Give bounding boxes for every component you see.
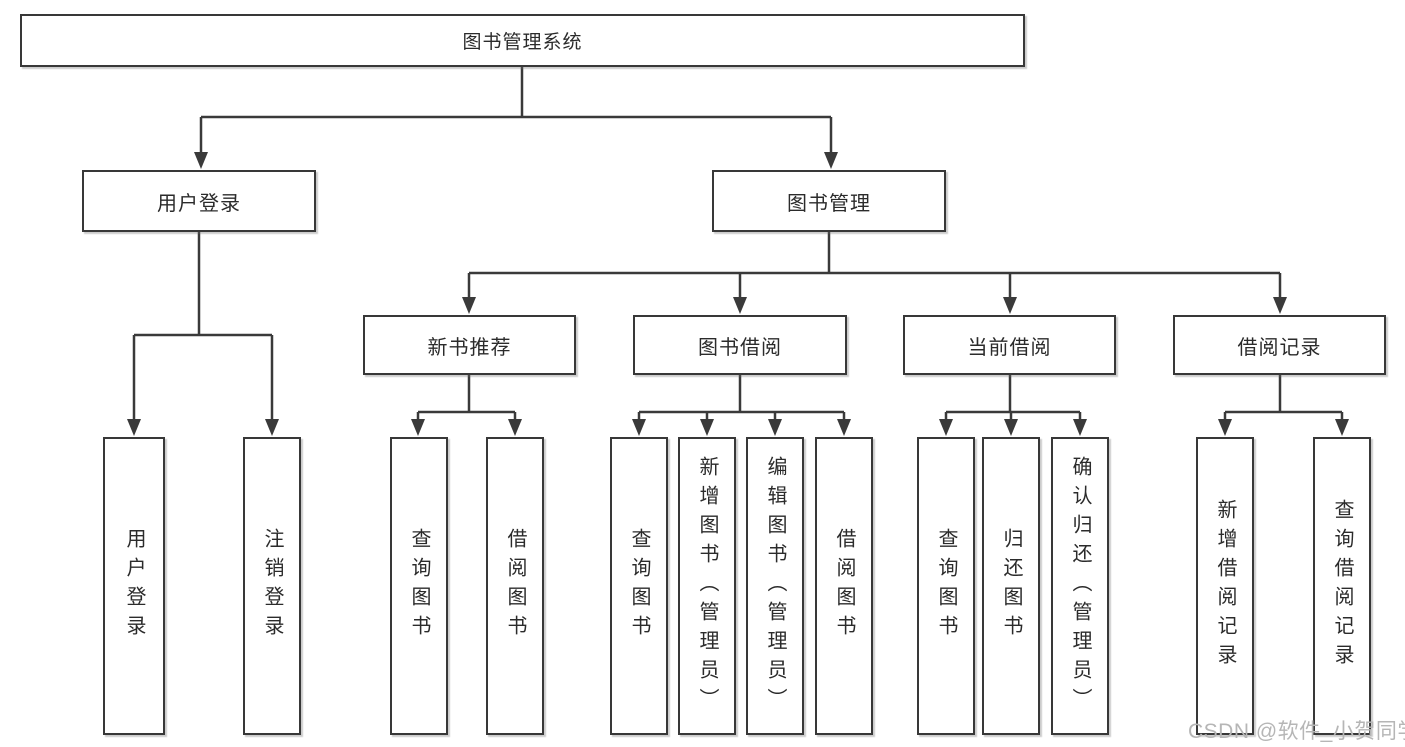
node-label: 新增借阅记录 (1214, 499, 1236, 673)
arrow-down-icon (837, 419, 851, 436)
arrow-down-icon (733, 297, 747, 314)
arrow-down-icon (194, 152, 208, 169)
arrow-down-icon (508, 419, 522, 436)
node-label: 借阅记录 (1237, 336, 1322, 359)
node-new-book-recommend: 新书推荐 (363, 315, 576, 375)
node-user-login: 用户登录 (82, 170, 316, 232)
node-label: 查询借阅记录 (1331, 499, 1353, 673)
node-leaf-logout: 注销登录 (243, 437, 301, 735)
node-label: 图书管理系统 (462, 32, 583, 53)
arrow-down-icon (768, 419, 782, 436)
node-leaf-add-book-admin: 新增图书（管理员） (678, 437, 736, 735)
node-label: 新增图书（管理员） (696, 455, 718, 717)
arrow-down-icon (1073, 419, 1087, 436)
arrow-down-icon (1004, 419, 1018, 436)
node-label: 用户登录 (157, 192, 241, 215)
node-leaf-query-borrow-record: 查询借阅记录 (1313, 437, 1371, 735)
node-label: 确认归还（管理员） (1069, 455, 1091, 717)
node-label: 借阅图书 (504, 528, 526, 644)
arrow-down-icon (939, 419, 953, 436)
node-label: 查询图书 (628, 528, 650, 644)
node-library-management-system: 图书管理系统 (20, 14, 1025, 67)
node-book-borrow: 图书借阅 (633, 315, 847, 375)
node-label: 归还图书 (1000, 528, 1022, 644)
node-leaf-confirm-return-admin: 确认归还（管理员） (1051, 437, 1109, 735)
arrow-down-icon (265, 419, 279, 436)
node-label: 用户登录 (123, 528, 145, 644)
node-label: 图书管理 (787, 192, 871, 215)
arrow-down-icon (1335, 419, 1349, 436)
arrow-down-icon (411, 419, 425, 436)
arrow-down-icon (1273, 297, 1287, 314)
node-label: 查询图书 (935, 528, 957, 644)
node-leaf-query-books-current: 查询图书 (917, 437, 975, 735)
node-label: 当前借阅 (967, 336, 1052, 359)
arrow-down-icon (632, 419, 646, 436)
node-current-borrow: 当前借阅 (903, 315, 1116, 375)
node-leaf-query-books-borrow: 查询图书 (610, 437, 668, 735)
node-leaf-user-login: 用户登录 (103, 437, 165, 735)
node-leaf-query-books-recommend: 查询图书 (390, 437, 448, 735)
arrow-down-icon (700, 419, 714, 436)
csdn-watermark: CSDN @软件_小贺同学 (1188, 720, 1405, 743)
node-borrow-records: 借阅记录 (1173, 315, 1386, 375)
arrow-down-icon (824, 152, 838, 169)
node-book-management: 图书管理 (712, 170, 946, 232)
node-label: 借阅图书 (833, 528, 855, 644)
arrow-down-icon (127, 419, 141, 436)
arrow-down-icon (462, 297, 476, 314)
node-leaf-borrow-books: 借阅图书 (815, 437, 873, 735)
node-label: 图书借阅 (698, 336, 782, 359)
node-label: 查询图书 (408, 528, 430, 644)
node-label: 编辑图书（管理员） (764, 455, 786, 717)
node-leaf-return-book: 归还图书 (982, 437, 1040, 735)
arrow-down-icon (1218, 419, 1232, 436)
node-leaf-add-borrow-record: 新增借阅记录 (1196, 437, 1254, 735)
arrow-down-icon (1003, 297, 1017, 314)
node-label: 新书推荐 (427, 336, 512, 359)
node-label: 注销登录 (261, 528, 283, 644)
node-leaf-borrow-books-recommend: 借阅图书 (486, 437, 544, 735)
node-leaf-edit-book-admin: 编辑图书（管理员） (746, 437, 804, 735)
